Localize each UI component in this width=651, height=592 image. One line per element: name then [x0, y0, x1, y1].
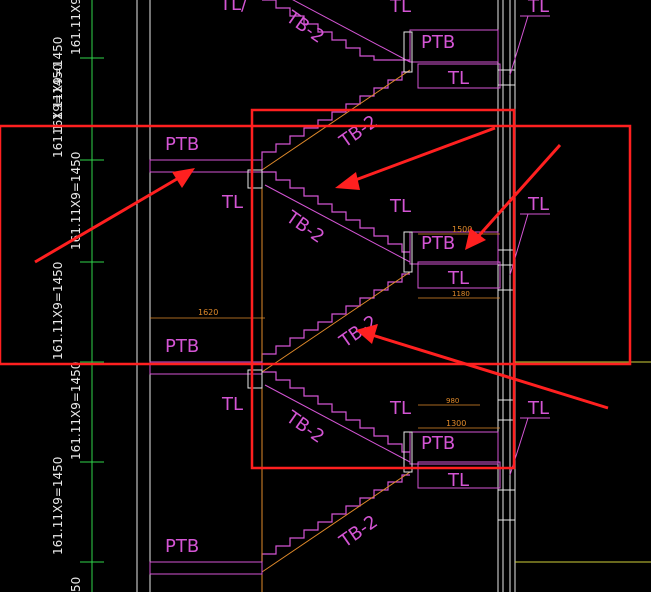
label-ptb-4: PTB — [421, 32, 455, 53]
label-ptb-3: PTB — [165, 536, 199, 557]
dim-run-6: 161.11X9=1450 — [69, 362, 83, 460]
dim-run-3: 161.1 X9=1450 — [51, 63, 65, 158]
dim-run-1: 161.11X9=1450 — [69, 0, 83, 55]
label-tl-7: TL — [447, 68, 469, 89]
label-ptb-5: PTB — [421, 233, 455, 254]
tb2-leader-lines — [264, 0, 411, 463]
dim-1620: 1620 — [198, 308, 218, 317]
label-tl-2: TL — [221, 394, 243, 415]
label-tl-5: TL — [389, 196, 411, 217]
label-tl-11: TL — [527, 194, 549, 215]
red-arrows — [34, 126, 609, 410]
label-tb2-1: TB-2 — [281, 6, 328, 47]
dim-1300: 1300 — [446, 419, 466, 428]
label-tl-8: TL — [447, 268, 469, 289]
dimension-chain — [80, 0, 104, 592]
label-tl-6: TL — [389, 398, 411, 419]
dim-run-8: 50 — [69, 577, 83, 592]
label-tb2-4: TB-2 — [335, 111, 382, 152]
dim-run-7: 161.11X9=1450 — [51, 457, 65, 555]
tl-beams — [247, 31, 413, 473]
label-tl-12: TL — [527, 398, 549, 419]
highlight-box-tall — [250, 108, 516, 470]
label-tb2-3: TB-2 — [281, 406, 328, 447]
label-tl-10: TL — [527, 0, 549, 17]
label-tl-9: TL — [447, 470, 469, 491]
dim-run-4: 161.11X9=1450 — [69, 152, 83, 250]
label-tl-4: TL — [389, 0, 411, 17]
label-ptb-1: PTB — [165, 134, 199, 155]
stair-flights — [261, 0, 410, 562]
dim-980: 980 — [446, 397, 459, 405]
dim-run-5: 161.11X9=1450 — [51, 262, 65, 360]
label-tl-1: TL — [221, 192, 243, 213]
landing-boxes — [149, 29, 501, 575]
wall-ticks — [498, 69, 515, 521]
label-tb2-2: TB-2 — [281, 206, 328, 247]
label-ptb-2: PTB — [165, 336, 199, 357]
wall-lines — [136, 0, 516, 592]
label-tl-3: TL/ — [219, 0, 248, 15]
dim-run-2: 161.11X9=1450 — [51, 37, 65, 135]
labels: PTB PTB PTB PTB PTB PTB TL TL TL/ TL TL … — [165, 0, 549, 557]
small-dimensions — [150, 233, 500, 429]
dim-1180: 1180 — [452, 290, 470, 298]
label-ptb-6: PTB — [421, 433, 455, 454]
red-annotations — [0, 108, 632, 470]
highlight-box-wide — [0, 124, 632, 366]
dim-1500: 1500 — [452, 225, 472, 234]
floor-lines — [150, 159, 651, 563]
